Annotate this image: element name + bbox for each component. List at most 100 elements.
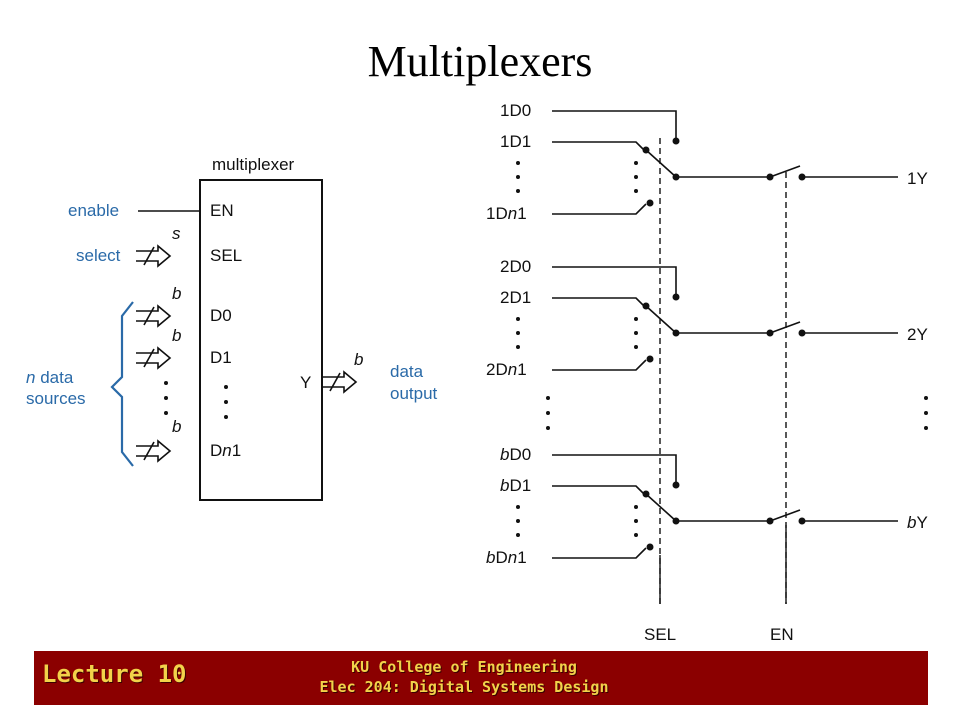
input-ellipsis-dot	[634, 345, 638, 349]
contact-dot	[642, 490, 650, 498]
input-ellipsis-dot	[634, 533, 638, 537]
input-1-wire	[552, 141, 647, 153]
d1-width-label: b	[172, 326, 181, 345]
input-ellipsis-dot	[516, 533, 520, 537]
en-switch-blade	[769, 321, 801, 334]
en-control-label: EN	[770, 625, 794, 644]
sel-pin-label: SEL	[210, 246, 242, 265]
input-0-wire	[552, 454, 677, 484]
footer-bar: Lecture 10 KU College of Engineering Ele…	[34, 651, 928, 705]
contact-dot	[672, 173, 680, 181]
contact-dot	[642, 302, 650, 310]
sel-control-label: SEL	[644, 625, 676, 644]
contact-dot	[646, 543, 654, 551]
input-ellipsis-dot	[516, 189, 520, 193]
sel-switch-blade	[645, 493, 677, 522]
contact-dot	[672, 293, 680, 301]
input-n-wire	[552, 547, 647, 559]
input-1-label: 2D1	[500, 288, 531, 307]
input-n-wire	[552, 203, 647, 215]
contact-dot	[766, 517, 774, 525]
block-title: multiplexer	[212, 155, 295, 174]
output-width-label: b	[354, 350, 363, 369]
input-1-wire	[552, 297, 647, 309]
group-ellipsis-right	[924, 396, 928, 430]
d1-pin-label: D1	[210, 348, 232, 367]
d0-width-label: b	[172, 284, 181, 303]
input-0-label: 1D0	[500, 101, 531, 120]
input-ellipsis-dot	[516, 317, 520, 321]
sources-label-line2: sources	[26, 389, 86, 408]
contact-dot	[798, 517, 806, 525]
group-ellipsis-left	[546, 396, 550, 430]
contact-dot	[672, 481, 680, 489]
input-0-label: bD0	[500, 445, 531, 464]
input-0-wire	[552, 266, 677, 296]
en-pin-label: EN	[210, 201, 234, 220]
dn-bus-arrow	[135, 440, 171, 462]
d0-pin-label: D0	[210, 306, 232, 325]
contact-dot	[646, 355, 654, 363]
d0-bus-arrow	[135, 305, 171, 327]
contact-dot	[672, 329, 680, 337]
contact-dot	[798, 329, 806, 337]
input-ellipsis-dot	[634, 331, 638, 335]
input-ellipsis-dot	[516, 331, 520, 335]
input-n-label: bDn1	[486, 548, 527, 567]
input-n-wire	[552, 359, 647, 371]
contact-dot	[766, 173, 774, 181]
input-ellipsis-dot	[516, 505, 520, 509]
input-n-label: 2Dn1	[486, 360, 527, 379]
switch-group: 1D0 1D1 1Dn1 1Y	[486, 101, 928, 223]
input-1-label: 1D1	[500, 132, 531, 151]
sources-label-line1: n data	[26, 368, 74, 387]
contact-dot	[642, 146, 650, 154]
select-width-label: s	[172, 224, 181, 243]
input-ellipsis-dot	[634, 505, 638, 509]
output-label: 2Y	[907, 325, 928, 344]
output-label-line2: output	[390, 384, 438, 403]
contact-dot	[672, 517, 680, 525]
input-ellipsis-dot	[516, 161, 520, 165]
contact-dot	[646, 199, 654, 207]
input-ellipsis-dots	[164, 381, 168, 415]
input-ellipsis-dot	[516, 345, 520, 349]
select-label: select	[76, 246, 121, 265]
input-1-wire	[552, 485, 647, 497]
mux-block-diagram: multiplexer EN SEL D0 D1 Dn1 Y enable se…	[26, 155, 438, 501]
mux-switch-diagram: SEL EN 1D01D11Dn11Y2D02D12Dn12YbD0bD1bDn…	[486, 101, 928, 644]
output-label-line1: data	[390, 362, 424, 381]
dn-pin-label: Dn1	[210, 441, 241, 460]
input-ellipsis-dot	[634, 189, 638, 193]
input-ellipsis-dot	[634, 175, 638, 179]
input-0-wire	[552, 110, 677, 140]
pin-ellipsis-dots	[224, 385, 228, 419]
input-ellipsis-dot	[516, 519, 520, 523]
input-ellipsis-dot	[634, 161, 638, 165]
input-ellipsis-dot	[634, 519, 638, 523]
footer-course-info: KU College of Engineering Elec 204: Digi…	[234, 657, 694, 697]
slide-title: Multiplexers	[367, 37, 593, 86]
enable-label: enable	[68, 201, 119, 220]
select-bus-arrow	[135, 245, 171, 267]
d1-bus-arrow	[135, 347, 171, 369]
output-label: bY	[907, 513, 928, 532]
output-bus-arrow	[321, 371, 357, 393]
footer-course: Elec 204: Digital Systems Design	[319, 678, 609, 696]
contact-dot	[798, 173, 806, 181]
sources-brace	[110, 301, 134, 467]
input-ellipsis-dot	[516, 175, 520, 179]
en-switch-blade	[769, 509, 801, 522]
output-label: 1Y	[907, 169, 928, 188]
sel-switch-blade	[645, 149, 677, 178]
sel-switch-blade	[645, 305, 677, 334]
input-0-label: 2D0	[500, 257, 531, 276]
lecture-label: Lecture 10	[42, 660, 187, 688]
input-n-label: 1Dn1	[486, 204, 527, 223]
switch-group: 2D0 2D1 2Dn1 2Y	[486, 257, 928, 379]
y-pin-label: Y	[300, 373, 311, 392]
contact-dot	[766, 329, 774, 337]
footer-college: KU College of Engineering	[351, 658, 577, 676]
mux-block	[199, 179, 323, 501]
